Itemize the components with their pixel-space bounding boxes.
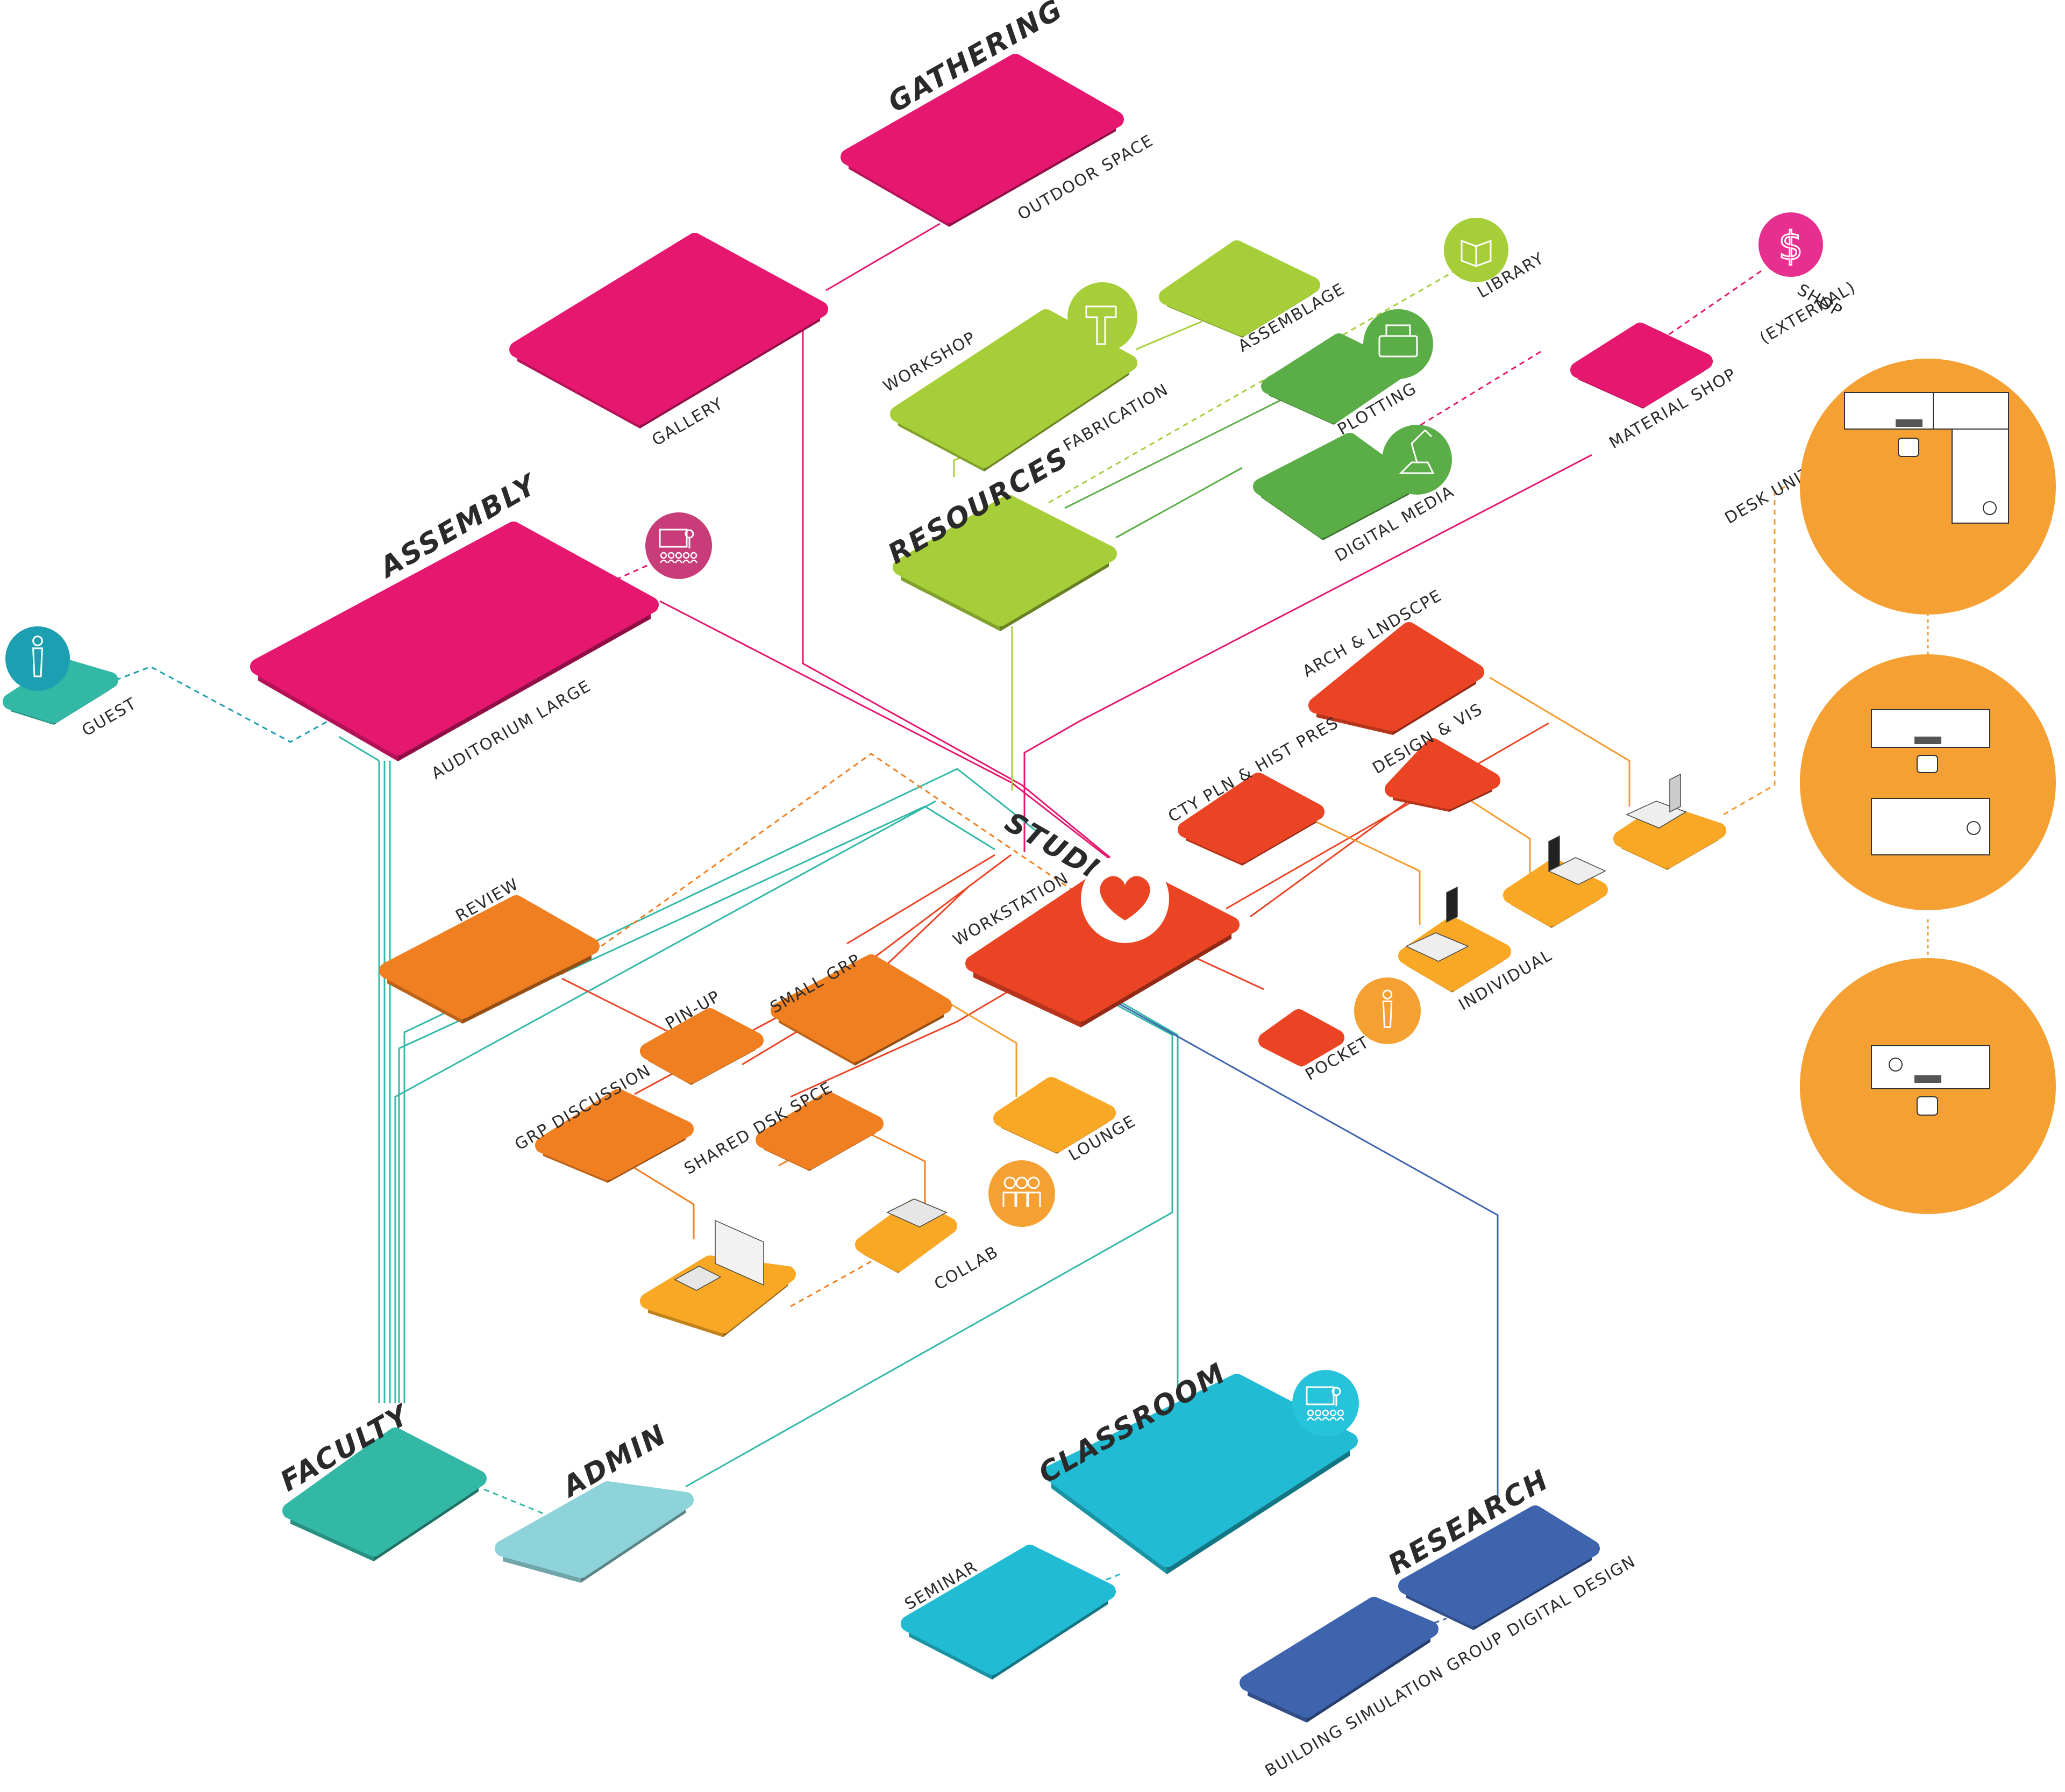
- collab-label: COLLAB: [931, 1243, 1002, 1294]
- library-book-icon: [1444, 218, 1508, 282]
- desk-icon-2: [1548, 857, 1606, 885]
- collab-table-icon: [886, 1198, 948, 1227]
- review-block[interactable]: [379, 895, 600, 1024]
- faculty-block[interactable]: [282, 1427, 487, 1561]
- gallery-block[interactable]: [509, 233, 828, 429]
- fabrication-block[interactable]: [890, 309, 1137, 472]
- svg-text:$: $: [1778, 223, 1803, 268]
- pocket-person-icon: [1354, 977, 1421, 1044]
- classroom-block[interactable]: [1043, 1374, 1358, 1574]
- group-table-icon: [674, 1266, 722, 1291]
- material-shop-block[interactable]: [1570, 323, 1713, 409]
- collab-group-icon: [988, 1160, 1055, 1227]
- digital-design-block[interactable]: [1398, 1505, 1600, 1630]
- building-sim-block[interactable]: [1240, 1597, 1439, 1723]
- chair-back-1: [1446, 886, 1458, 923]
- chair-back-2: [1548, 835, 1560, 872]
- assemblage-block[interactable]: [1159, 240, 1320, 338]
- seminar-block[interactable]: [901, 1545, 1116, 1680]
- workshop-hammer-icon: [1067, 282, 1137, 352]
- admin-block[interactable]: [495, 1481, 694, 1583]
- program-blocks: [3, 54, 1726, 1723]
- outdoor-space-block[interactable]: [841, 54, 1124, 227]
- icon-layer: $: [5, 212, 2056, 1437]
- shared-dsk-block[interactable]: [756, 1091, 884, 1171]
- classroom-presenter-audience-icon: [1292, 1370, 1359, 1437]
- pocket-block[interactable]: [1258, 1009, 1344, 1067]
- resources-block[interactable]: [893, 495, 1117, 631]
- assembly-presenter-audience-icon: [645, 512, 712, 579]
- auditorium-large-block[interactable]: [250, 522, 659, 761]
- lounge-block[interactable]: [993, 1077, 1116, 1154]
- desk-unit-plan-double: [1800, 654, 2056, 910]
- small-grp-block[interactable]: [771, 954, 952, 1066]
- desk-unit-plan-l-shape: [1800, 359, 2056, 615]
- digital-media-robot-arm-icon: [1382, 425, 1452, 495]
- pin-up-block[interactable]: [640, 1008, 764, 1085]
- desk-unit-plan-single: [1800, 958, 2056, 1214]
- grp-discussion-block[interactable]: [535, 1089, 694, 1183]
- plotting-printer-icon: [1363, 309, 1433, 379]
- design-vis-block[interactable]: [1385, 738, 1500, 812]
- chair-back-3: [1669, 773, 1681, 813]
- group-table-platform[interactable]: [640, 1255, 796, 1337]
- whiteboard-icon: [715, 1219, 764, 1286]
- arch-lndscpe-block[interactable]: [1308, 622, 1484, 735]
- studio-heart-icon: [1081, 855, 1169, 943]
- guest-person-icon: [5, 626, 70, 691]
- shop-dollar-icon: $: [1758, 212, 1823, 277]
- desk-icon-1: [1405, 932, 1469, 962]
- cty-pln-block[interactable]: [1178, 773, 1325, 866]
